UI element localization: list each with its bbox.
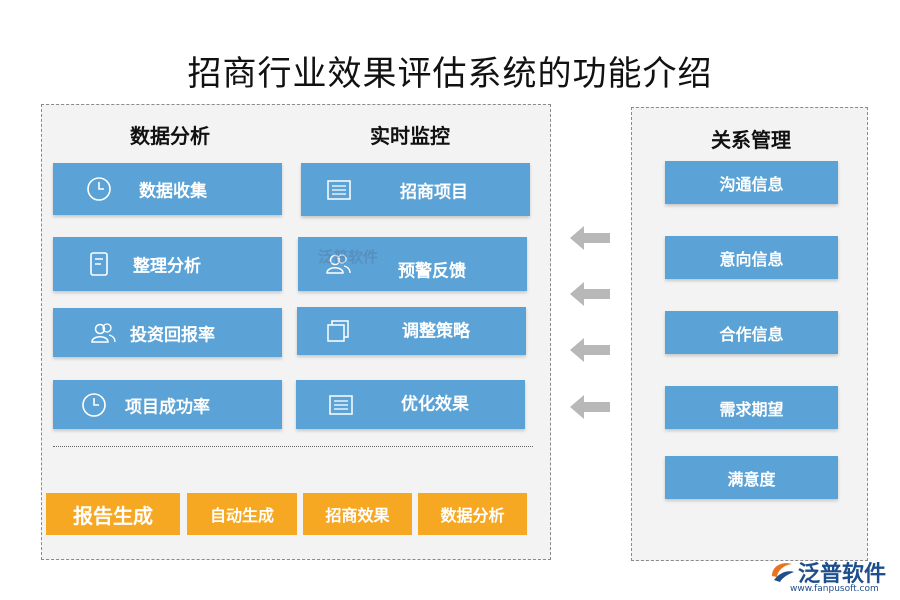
box-satisfaction: 满意度 <box>665 456 838 499</box>
page-title: 招商行业效果评估系统的功能介绍 <box>187 54 713 94</box>
orange-box-auto-generate: 自动生成 <box>187 493 297 535</box>
fanpu-logo-text: 泛普软件 <box>798 561 887 587</box>
list-icon <box>329 394 353 415</box>
section-title-relationship-management: 关系管理 <box>711 128 791 152</box>
box-data-collection: 数据收集 <box>53 163 282 215</box>
box-warning-feedback: 预警反馈 <box>298 237 527 291</box>
layers-icon <box>327 320 349 342</box>
box-label: 整理分析 <box>133 256 201 277</box>
document-icon <box>90 252 108 276</box>
fanpu-logo-url: www.fanpusoft.com <box>790 584 879 594</box>
section-title-realtime-monitoring: 实时监控 <box>370 124 450 148</box>
box-organize-analysis: 整理分析 <box>53 237 282 291</box>
arrow-left-icon <box>570 338 610 362</box>
arrow-left-icon <box>570 226 610 250</box>
box-label: 项目成功率 <box>125 397 210 417</box>
orange-box-report-generation: 报告生成 <box>46 493 180 535</box>
box-label: 优化效果 <box>401 394 469 415</box>
orange-box-investment-effect: 招商效果 <box>303 493 412 535</box>
box-intention-info: 意向信息 <box>665 236 838 279</box>
box-label: 数据收集 <box>139 181 207 202</box>
box-investment-projects: 招商项目 <box>301 163 530 216</box>
dotted-divider <box>53 446 533 447</box>
box-optimize-effect: 优化效果 <box>296 380 525 429</box>
arrow-left-icon <box>570 395 610 419</box>
box-label: 调整策略 <box>402 321 470 342</box>
users-icon <box>326 254 351 274</box>
box-communication-info: 沟通信息 <box>665 161 838 204</box>
box-label: 投资回报率 <box>130 325 215 345</box>
clock-icon <box>87 177 111 201</box>
users-icon <box>91 322 116 343</box>
box-adjust-strategy: 调整策略 <box>297 307 526 355</box>
box-label: 预警反馈 <box>398 261 466 282</box>
clock-icon <box>82 392 106 417</box>
box-roi: 投资回报率 <box>53 308 282 357</box>
section-title-data-analysis: 数据分析 <box>130 124 210 148</box>
box-cooperation-info: 合作信息 <box>665 311 838 354</box>
orange-box-data-analysis: 数据分析 <box>418 493 527 535</box>
box-needs-expectations: 需求期望 <box>665 386 838 429</box>
fanpu-logo-icon <box>772 563 794 582</box>
watermark: 泛普软件 <box>318 248 379 266</box>
box-label: 招商项目 <box>400 182 468 202</box>
list-icon <box>327 179 351 200</box>
box-project-success-rate: 项目成功率 <box>53 380 282 429</box>
arrow-left-icon <box>570 282 610 306</box>
